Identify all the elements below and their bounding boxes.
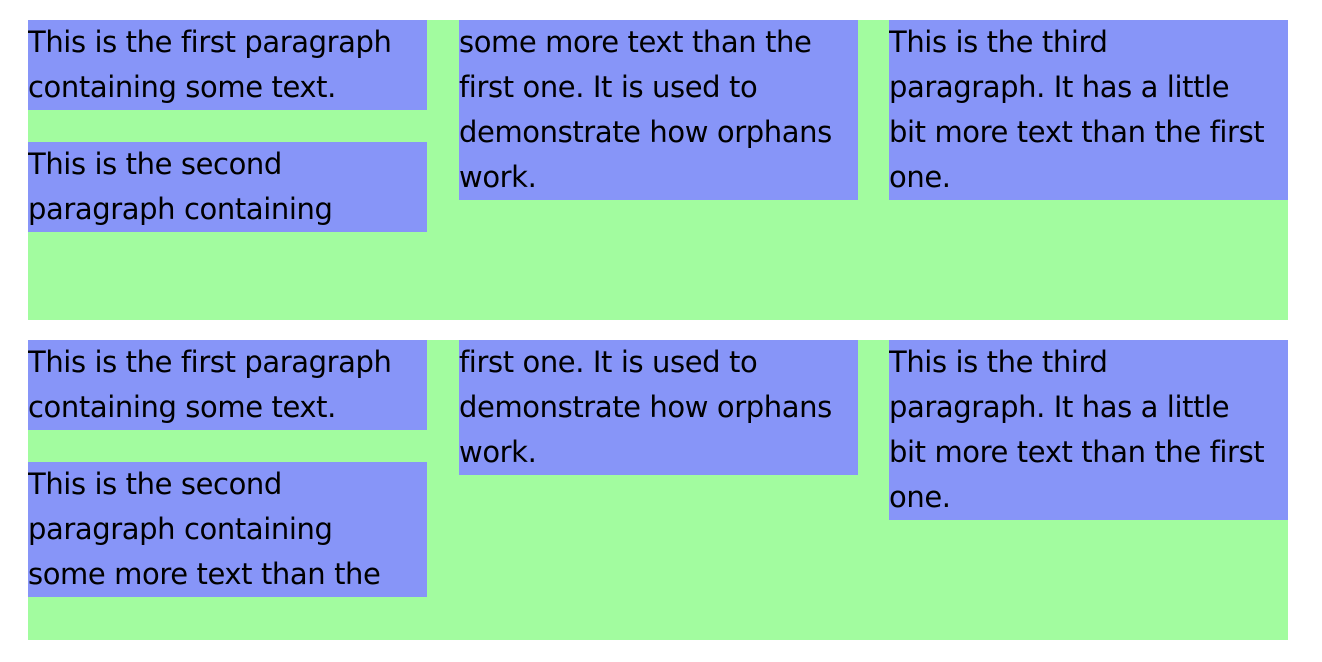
multicol-container-2: This is the first paragraph containing s… — [28, 340, 1288, 640]
paragraph-second-continuation: some more text than the first one. It is… — [459, 20, 858, 200]
paragraph-second-continuation: first one. It is used to demonstrate how… — [459, 340, 858, 475]
multicol-container-1: This is the first paragraph containing s… — [28, 20, 1288, 320]
paragraph-second-fragment: This is the second paragraph containing … — [28, 462, 427, 597]
paragraph-first: This is the first paragraph containing s… — [28, 20, 427, 110]
paragraph-third: This is the third paragraph. It has a li… — [889, 20, 1288, 200]
paragraph-third: This is the third paragraph. It has a li… — [889, 340, 1288, 520]
paragraph-second-fragment: This is the second paragraph containing — [28, 142, 427, 232]
paragraph-first: This is the first paragraph containing s… — [28, 340, 427, 430]
